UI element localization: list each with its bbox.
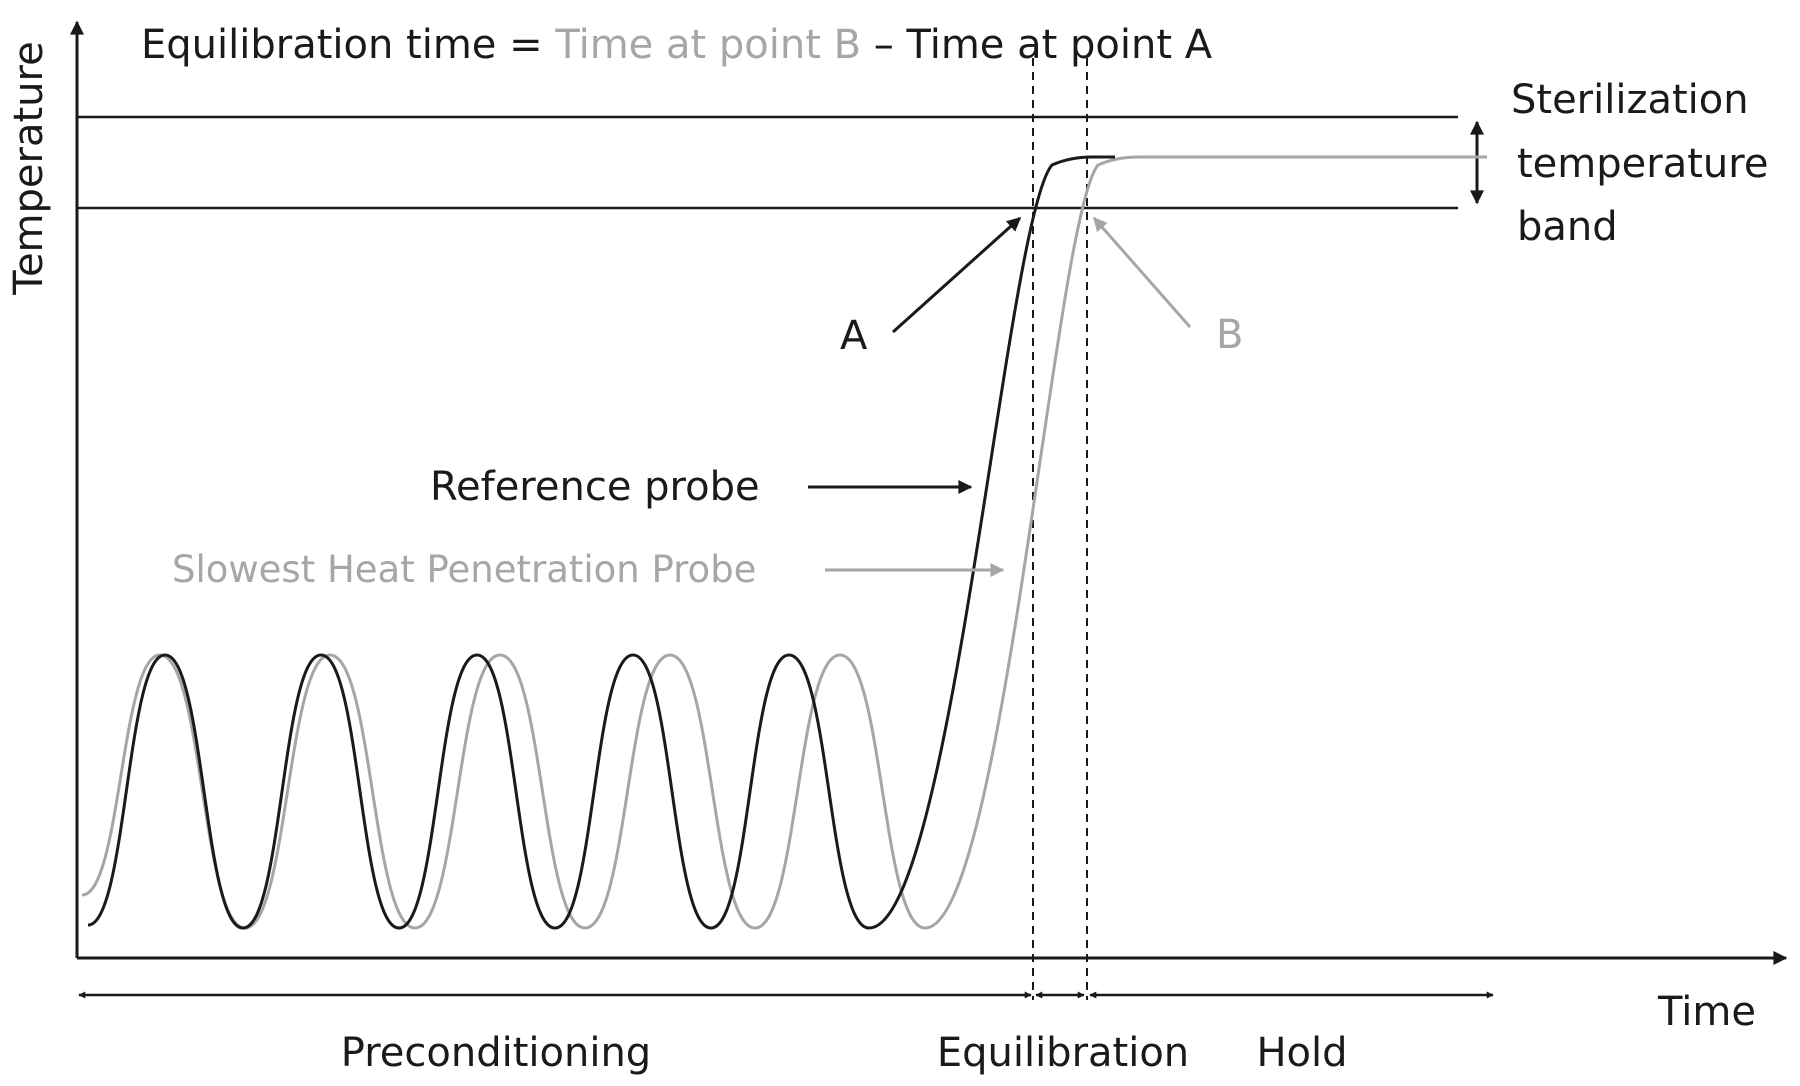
equation-term-a: Time at point A bbox=[906, 22, 1213, 68]
point-b-label: B bbox=[1216, 312, 1243, 358]
point-a-arrow bbox=[891, 216, 1022, 334]
band-label-line-1: Sterilization bbox=[1511, 77, 1749, 123]
equation-minus: – bbox=[874, 22, 894, 68]
reference-probe-curve bbox=[87, 155, 1115, 930]
equation-equals: = bbox=[509, 22, 543, 68]
preconditioning-label: Preconditioning bbox=[341, 1030, 651, 1076]
y-axis-label: Temperature bbox=[6, 41, 52, 295]
slowest-probe-curve bbox=[81, 155, 1487, 930]
equation-term-b: Time at point B bbox=[554, 22, 861, 68]
x-axis-label: Time bbox=[1657, 989, 1756, 1035]
equilibration-label: Equilibration bbox=[937, 1030, 1189, 1076]
band-label-line-3: band bbox=[1517, 204, 1618, 250]
point-b-arrow bbox=[1092, 216, 1192, 328]
point-a-label: A bbox=[840, 313, 868, 359]
hold-label: Hold bbox=[1256, 1030, 1347, 1076]
equation-lhs: Equilibration time bbox=[141, 22, 496, 68]
reference-probe-label: Reference probe bbox=[430, 464, 760, 510]
band-label-line-2: temperature bbox=[1517, 141, 1768, 187]
slowest-probe-label: Slowest Heat Penetration Probe bbox=[172, 548, 756, 591]
equation-title: Equilibration time = Time at point B – T… bbox=[141, 22, 1213, 68]
